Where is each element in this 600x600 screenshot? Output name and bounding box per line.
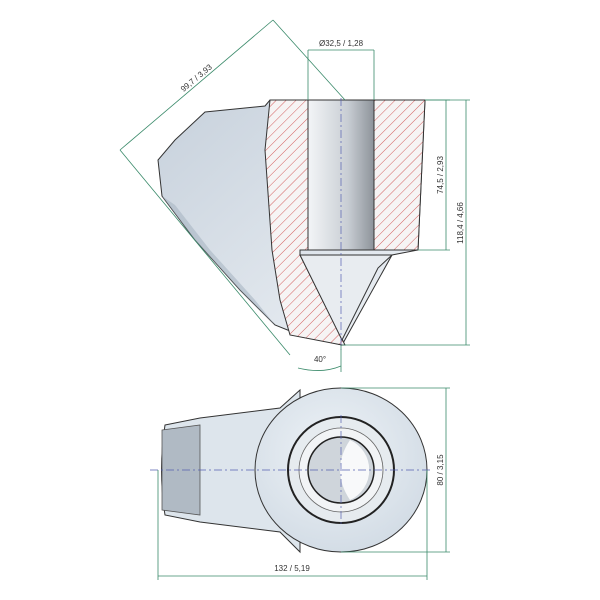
shank-end <box>161 424 201 516</box>
dim-angle-label: 40° <box>314 355 326 364</box>
dim-bore-depth-label: 74,5 / 2,93 <box>436 156 445 194</box>
dim-angle: 40° <box>297 345 342 372</box>
dim-total-height: 118,4 / 4,66 <box>342 99 470 346</box>
body-shading <box>162 196 275 325</box>
dim-diagonal-label: 99,7 / 3,93 <box>179 62 214 94</box>
dim-eye-height-label: 80 / 3,15 <box>436 454 445 486</box>
cone-recess <box>299 254 394 342</box>
dim-total-height-label: 118,4 / 4,66 <box>456 202 465 244</box>
side-view: Ø32,5 / 1,28 74,5 / 2,93 118,4 / 4,66 99… <box>119 19 470 372</box>
dim-bore-diameter-label: Ø32,5 / 1,28 <box>319 39 364 48</box>
dim-length-label: 132 / 5,19 <box>274 564 310 573</box>
bottom-view: 80 / 3,15 132 / 5,19 <box>150 387 450 580</box>
dim-eye-height: 80 / 3,15 <box>341 387 450 553</box>
dim-length: 132 / 5,19 <box>157 470 428 580</box>
